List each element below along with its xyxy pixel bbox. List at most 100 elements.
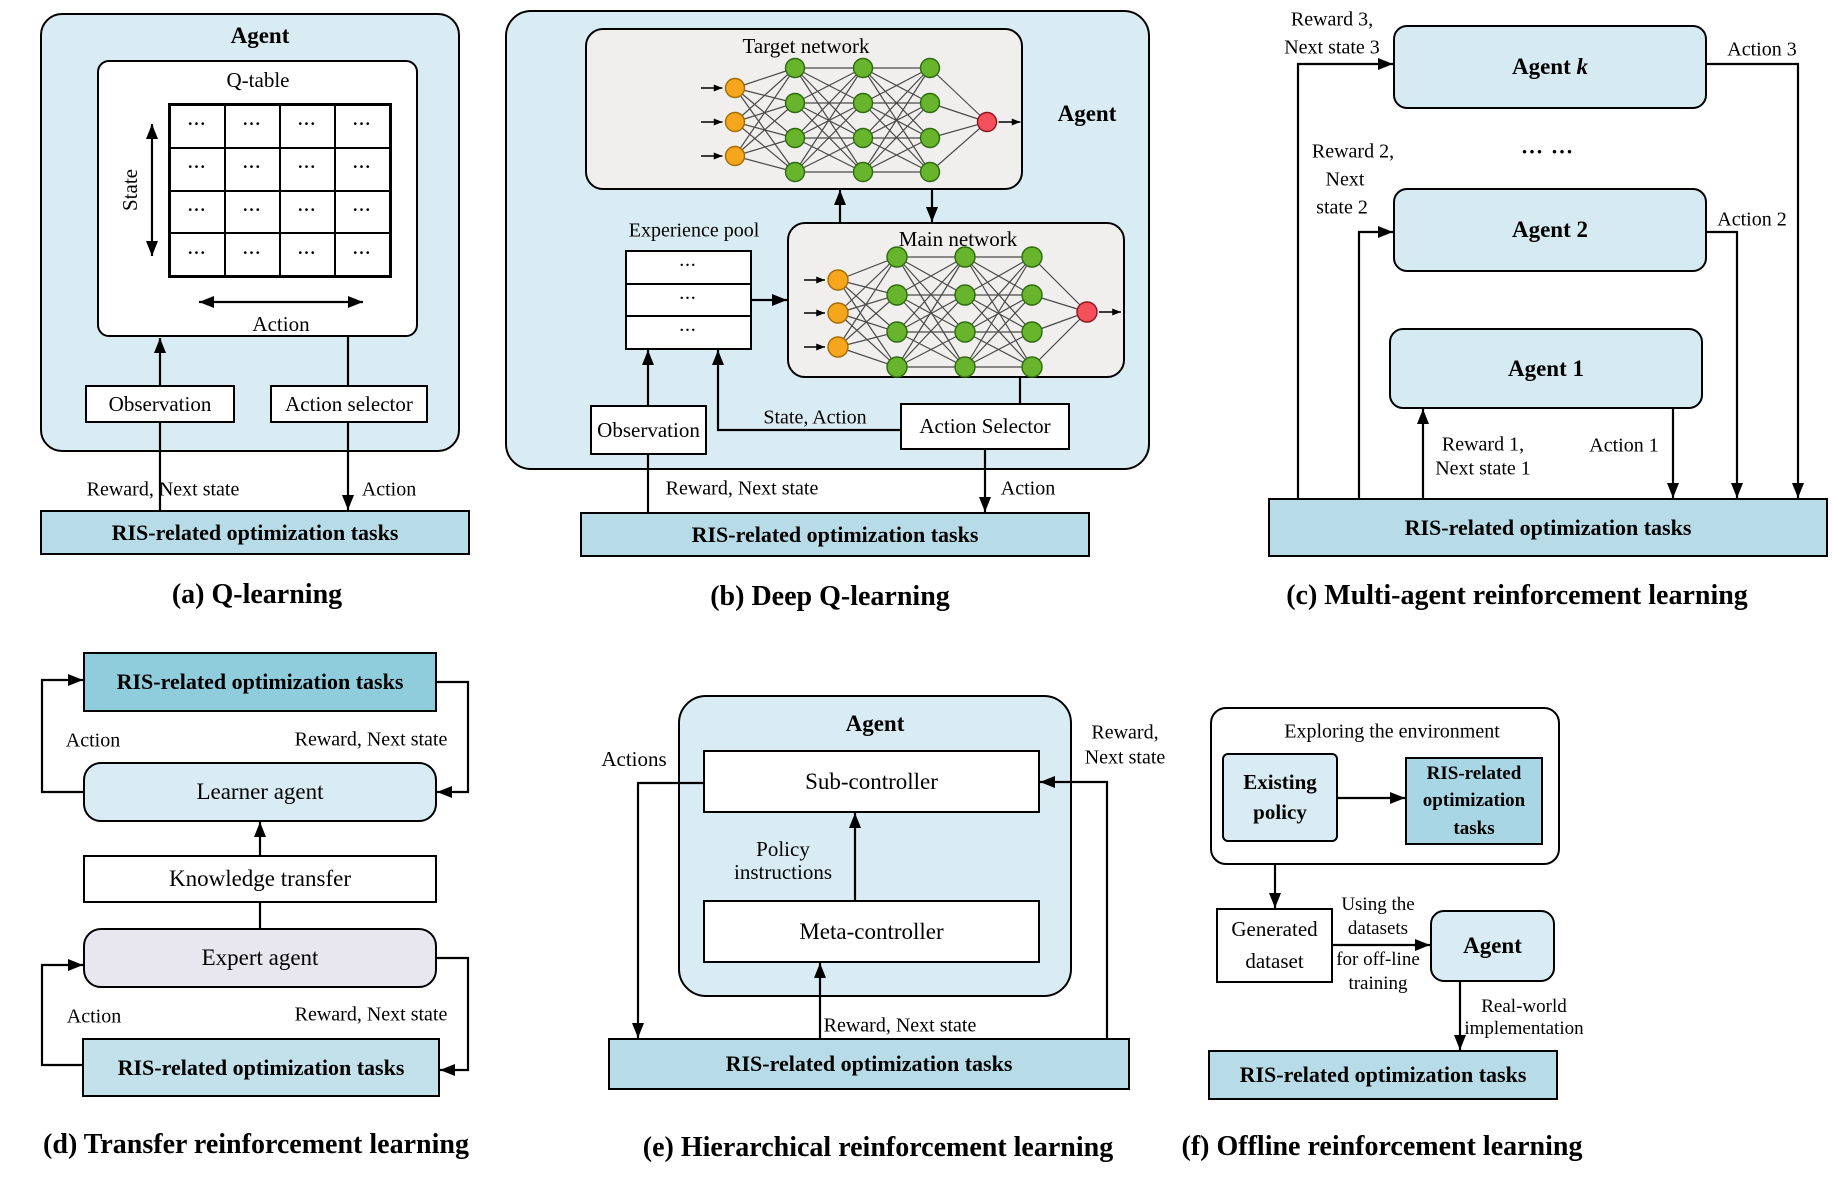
panel-c-ris-bar: RIS-related optimization tasks [1268,498,1828,557]
meta-controller-box: Meta-controller [703,900,1040,963]
existing-policy-line1: Existing [1243,770,1317,795]
qtable-cell: ... [170,147,225,191]
expert-agent-box: Expert agent [83,928,437,988]
panel-b-reward-label: Reward, Next state [665,477,819,500]
experience-pool-row: ... [627,282,750,316]
real-world-line2: implementation [1464,1018,1584,1040]
panel-a-action-label: Action [361,478,417,501]
learner-agent-box: Learner agent [83,762,437,822]
panel-d-reward-top: Reward, Next state [294,728,448,751]
panel-d-reward-bottom: Reward, Next state [294,1003,448,1026]
arrow-reward3 [1296,58,1393,498]
ris-label: RIS-related optimization tasks [691,521,979,547]
qtable-cell: ... [225,147,280,191]
reward1-label-line2: Next state 1 [1435,457,1531,480]
qtable-cell: ... [280,190,335,234]
ris-label: RIS-related optimization tasks [117,1054,405,1080]
reward2-label-line1: Reward 2, [1311,140,1395,163]
real-world-line1: Real-world [1481,996,1567,1018]
qtable-cell: ... [225,190,280,234]
action3-label: Action 3 [1727,38,1797,61]
panel-b-action-selector-box: Action Selector [900,403,1070,450]
panel-a-observation-box: Observation [85,385,235,423]
agent-k-label: Agent k [1511,54,1589,79]
panel-e-ris-bar: RIS-related optimization tasks [608,1038,1130,1090]
panel-b-ris-bar: RIS-related optimization tasks [580,512,1090,557]
panel-d-action-top: Action [65,729,121,752]
ris-label: RIS-related optimization tasks [1239,1062,1527,1087]
existing-policy-box: Existing policy [1222,753,1338,842]
qtable-cell: ... [335,147,390,191]
ris-label: RIS-related optimization tasks [116,669,404,694]
reward2-label-line2: Next [1325,168,1365,191]
action1-label: Action 1 [1589,434,1659,457]
agent-label: Agent [1463,933,1522,958]
arrow-reward2 [1357,226,1393,498]
experience-pool-box: ......... [625,250,752,350]
agent-2-box: Agent 2 [1393,188,1707,272]
using-datasets-line1: Using the [1341,894,1415,916]
caption-d: (d) Transfer reinforcement learning [43,1128,469,1160]
using-datasets-line3: for off-line [1336,949,1420,971]
panel-f-ris-bar: RIS-related optimization tasks [1208,1050,1558,1100]
qtable-cell: ... [225,233,280,276]
experience-pool-row: ... [679,253,698,270]
panel-b-observation-box: Observation [590,405,707,455]
panel-a-qtable-title: Q-table [226,67,290,92]
qtable-cell: ... [170,105,225,148]
qtable-cell: ... [225,105,280,148]
panel-d-ris-bottom: RIS-related optimization tasks [82,1038,440,1097]
panel-f-agent-box: Agent [1430,910,1555,982]
agent-2-label: Agent 2 [1511,217,1589,242]
qtable-grid: ........................................… [168,103,392,278]
observation-label: Observation [597,417,700,442]
panel-a-action-selector-box: Action selector [270,385,428,423]
generated-dataset-line1: Generated [1231,917,1318,941]
ris-small-line2: optimization [1422,790,1526,812]
sub-controller-box: Sub-controller [703,750,1040,813]
panel-a-agent-title: Agent [230,22,290,48]
qtable-cell: ... [335,190,390,234]
qtable-cell: ... [280,233,335,276]
panel-e-reward-right-line2: Next state [1084,746,1166,769]
reward3-label-line1: Reward 3, [1290,8,1374,31]
qtable-cell: ... [335,105,390,148]
exploring-environment-label: Exploring the environment [1284,720,1500,743]
actions-label: Actions [601,746,667,771]
ris-small-line3: tasks [1453,817,1495,839]
qtable-cell: ... [170,233,225,276]
panel-e-agent-title: Agent [845,710,905,736]
panel-d-action-bottom: Action [66,1005,122,1028]
caption-b: (b) Deep Q-learning [710,580,950,612]
using-datasets-line4: training [1348,973,1408,995]
panel-e-reward-right-line1: Reward, [1091,721,1159,744]
panel-b-agent-title: Agent [1057,100,1117,126]
action-selector-label: Action selector [285,391,413,416]
reward1-label-line1: Reward 1, [1441,433,1525,456]
knowledge-transfer-box: Knowledge transfer [83,855,437,903]
learner-agent-label: Learner agent [196,779,324,804]
arrow-action3 [1707,62,1804,498]
arrow-action2 [1707,230,1743,498]
experience-pool-row: ... [627,315,750,348]
panel-f-ris-small-box: RIS-related optimization tasks [1405,757,1543,845]
reward2-label-line3: state 2 [1316,196,1368,219]
panel-b-action-label: Action [1000,477,1056,500]
panel-a-action-axis-label: Action [252,311,310,336]
ris-label: RIS-related optimization tasks [725,1051,1013,1076]
experience-pool-label: Experience pool [628,219,760,242]
qtable-cell: ... [280,105,335,148]
sub-controller-label: Sub-controller [805,768,938,794]
main-network-label: Main network [898,226,1018,251]
policy-instructions-line2: instructions [734,859,832,884]
action2-label: Action 2 [1717,208,1787,231]
agent-1-label: Agent 1 [1507,355,1585,381]
ris-label: RIS-related optimization tasks [111,519,399,545]
caption-c: (c) Multi-agent reinforcement learning [1286,579,1748,611]
panel-a-ris-bar: RIS-related optimization tasks [40,510,470,555]
ris-small-line1: RIS-related [1426,762,1522,784]
expert-agent-label: Expert agent [201,945,319,970]
panel-d-ris-top: RIS-related optimization tasks [83,652,437,712]
action-selector-label: Action Selector [919,414,1051,438]
